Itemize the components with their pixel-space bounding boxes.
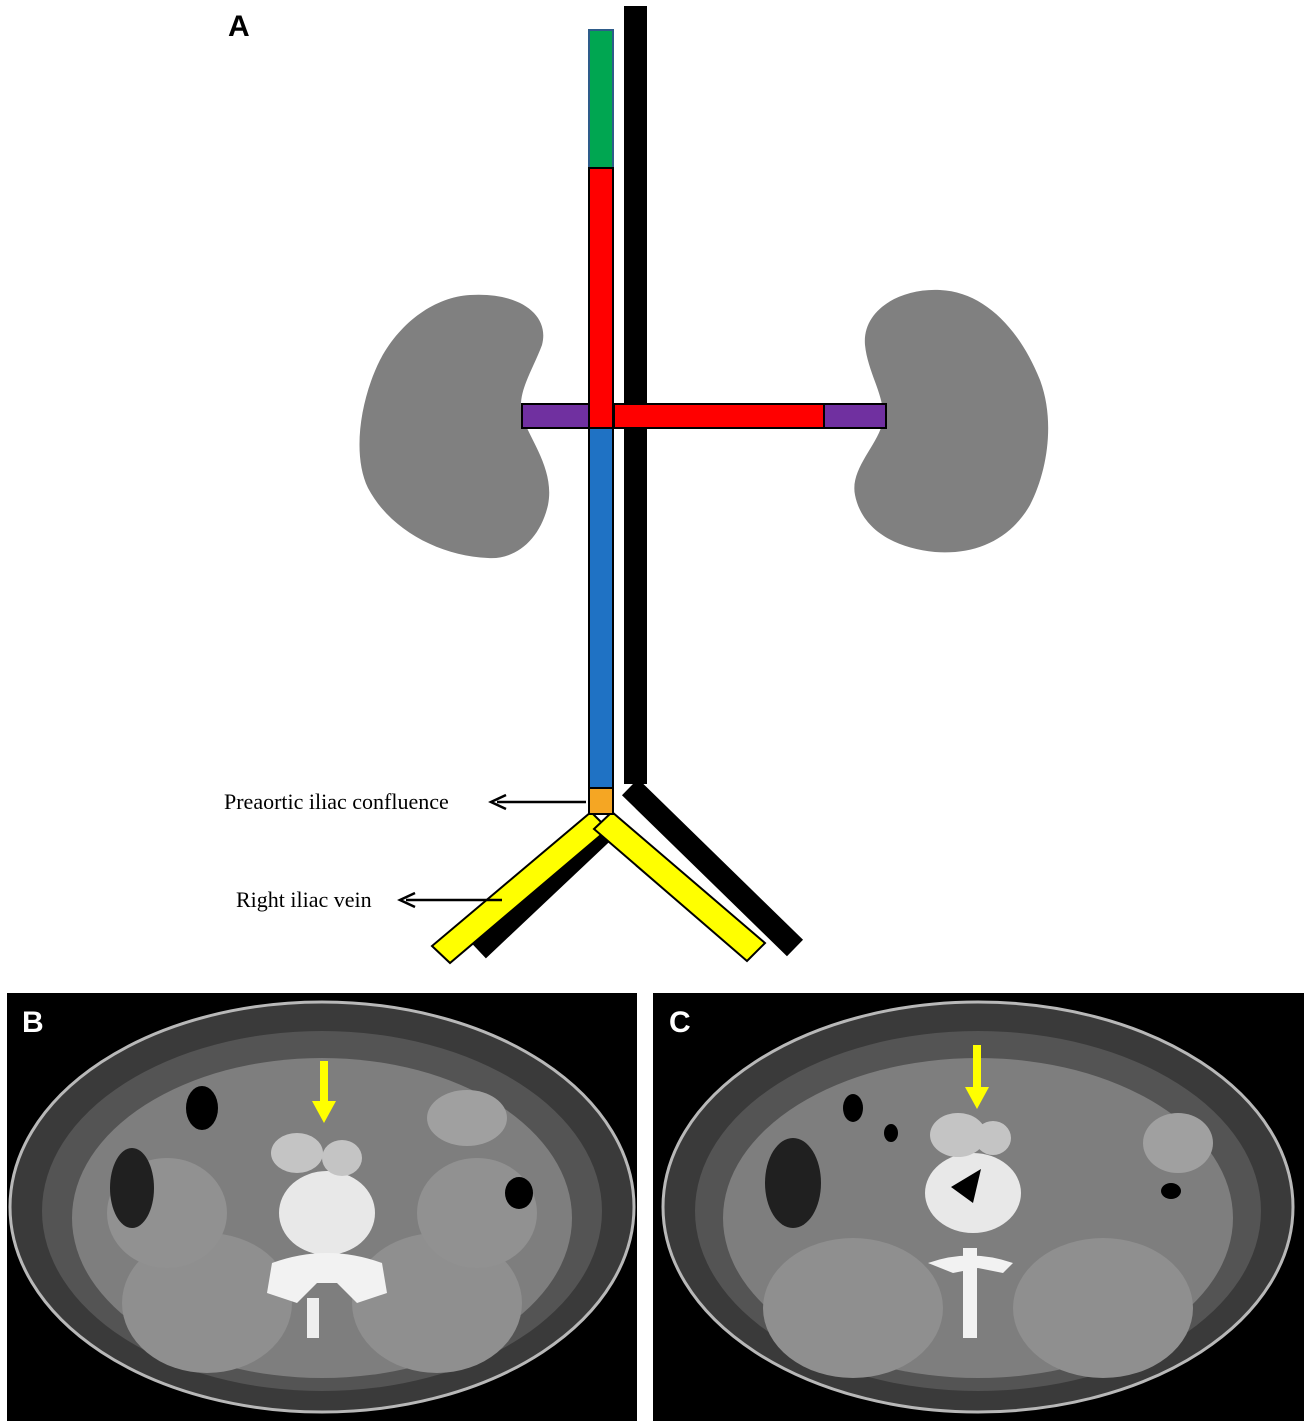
iliac-vein-label: Right iliac vein: [236, 889, 372, 911]
right-renal-vein-hilum: [522, 404, 590, 428]
infrarenal-ivc-segment: [589, 428, 613, 788]
yellow-arrow-c: [965, 1045, 989, 1111]
aorta: [624, 6, 647, 784]
ct-panel-b: [7, 993, 637, 1421]
ct-image-b: [7, 993, 637, 1421]
confluence-label: Preaortic iliac confluence: [224, 791, 449, 813]
preaortic-iliac-confluence: [589, 788, 613, 814]
panel-b-label: B: [22, 1008, 44, 1038]
black-arrowhead-c: [947, 1169, 983, 1205]
left-renal-vein-hilum: [822, 404, 886, 428]
ct-panel-c: [653, 993, 1304, 1421]
suprarenal-ivc-segment: [589, 30, 613, 168]
right-kidney: [359, 295, 549, 558]
yellow-arrow-b: [312, 1061, 336, 1125]
panel-a-label: A: [228, 12, 250, 42]
venous-anatomy-diagram: [0, 0, 1304, 975]
right-iliac-vein: [432, 812, 608, 963]
renal-ivc-segment: [589, 168, 613, 428]
panel-c-label: C: [669, 1008, 691, 1038]
left-renal-vein: [614, 404, 824, 428]
